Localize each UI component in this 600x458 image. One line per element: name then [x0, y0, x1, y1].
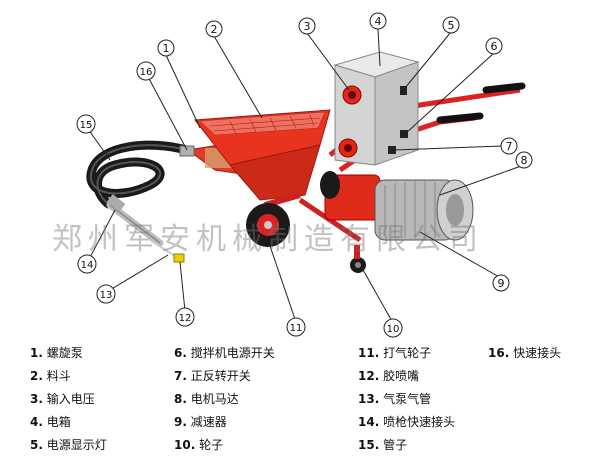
parts-legend: 1. 螺旋泵 2. 料斗 3. 输入电压 4. 电箱 5. 电源显示灯 6. 搅… — [0, 340, 600, 458]
svg-text:2: 2 — [211, 23, 218, 36]
legend-item-11: 11. 打气轮子 — [358, 346, 432, 360]
callout-9: 9 — [492, 274, 510, 292]
callout-4: 4 — [369, 12, 387, 30]
legend-item-3: 3. 输入电压 — [30, 392, 95, 406]
svg-text:13: 13 — [100, 290, 113, 301]
callout-3: 3 — [298, 17, 316, 35]
electric-box — [333, 51, 420, 166]
callout-7: 7 — [500, 137, 518, 155]
legend-item-6: 6. 搅拌机电源开关 — [174, 346, 275, 360]
company-watermark: 郑州军安机械制造有限公司 — [52, 222, 484, 257]
legend-item-14: 14. 喷枪快速接头 — [358, 415, 456, 429]
callout-14: 14 — [77, 254, 97, 274]
legend-item-8: 8. 电机马达 — [174, 392, 239, 406]
legend-item-15: 15. 管子 — [358, 438, 408, 452]
svg-text:10: 10 — [387, 324, 400, 335]
spray-gun — [106, 194, 185, 263]
legend-item-9: 9. 减速器 — [174, 415, 227, 429]
svg-text:7: 7 — [506, 140, 513, 153]
svg-text:16: 16 — [140, 67, 153, 78]
svg-text:1: 1 — [163, 42, 170, 55]
svg-text:9: 9 — [498, 277, 505, 290]
legend-item-12: 12. 胶喷嘴 — [358, 369, 420, 383]
svg-text:3: 3 — [304, 20, 311, 33]
legend-item-7: 7. 正反转开关 — [174, 369, 251, 383]
callout-16: 16 — [136, 61, 156, 81]
callout-2: 2 — [205, 20, 223, 38]
callout-1: 1 — [157, 39, 175, 57]
svg-text:4: 4 — [375, 15, 382, 28]
callout-6: 6 — [485, 37, 503, 55]
callout-11: 11 — [286, 317, 306, 337]
legend-item-13: 13. 气泵气管 — [358, 392, 432, 406]
legend-item-16: 16. 快速接头 — [488, 346, 562, 360]
legend-item-5: 5. 电源显示灯 — [30, 438, 107, 452]
callout-13: 13 — [96, 284, 116, 304]
legend-item-4: 4. 电箱 — [30, 415, 71, 429]
legend-item-10: 10. 轮子 — [174, 438, 224, 452]
svg-text:6: 6 — [491, 40, 498, 53]
legend-item-2: 2. 料斗 — [30, 369, 71, 383]
svg-text:5: 5 — [448, 19, 455, 32]
hose — [86, 140, 188, 209]
machine-illustration: 1 2 3 4 5 6 7 8 9 10 11 12 13 14 15 16 — [76, 12, 533, 338]
hopper — [194, 109, 331, 201]
svg-text:15: 15 — [80, 120, 93, 131]
callout-lines — [85, 28, 525, 324]
callout-5: 5 — [442, 16, 460, 34]
svg-text:14: 14 — [81, 260, 94, 271]
motor — [320, 171, 474, 241]
callout-10: 10 — [383, 318, 403, 338]
svg-text:12: 12 — [179, 313, 192, 324]
svg-text:8: 8 — [521, 154, 528, 167]
callout-12: 12 — [175, 307, 195, 327]
wheel-large — [246, 203, 290, 247]
callout-markers: 1 2 3 4 5 6 7 8 9 10 11 12 13 14 15 16 — [76, 12, 533, 338]
callout-15: 15 — [76, 114, 96, 134]
svg-text:11: 11 — [290, 323, 303, 334]
callout-8: 8 — [515, 151, 533, 169]
legend-item-1: 1. 螺旋泵 — [30, 346, 83, 360]
